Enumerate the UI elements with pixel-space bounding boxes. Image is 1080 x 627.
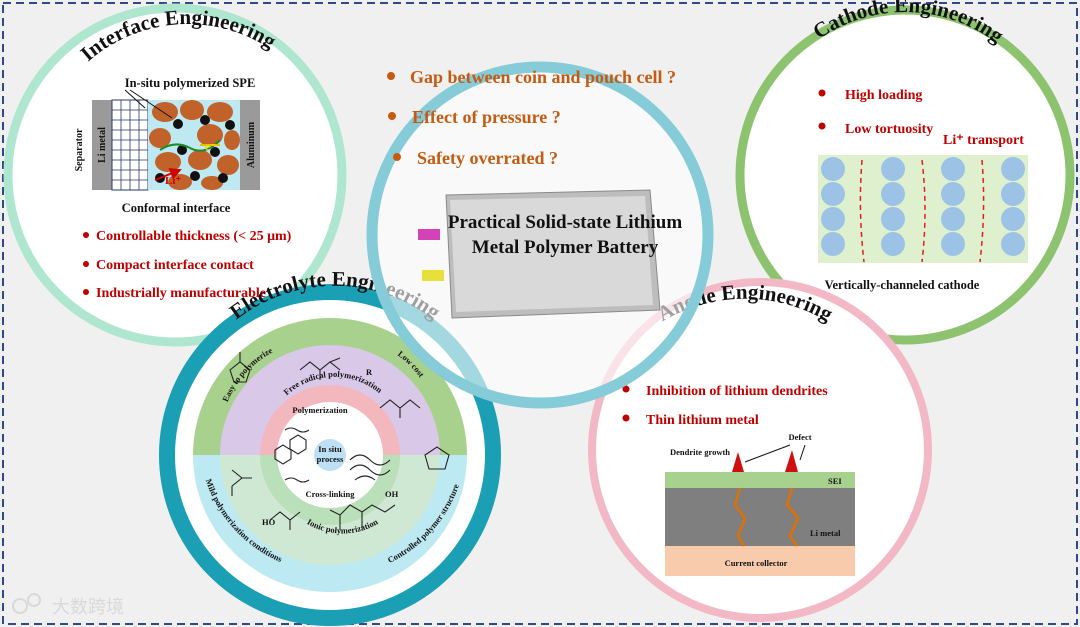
crack-lines <box>733 487 800 547</box>
li-transport-arrows <box>859 159 985 263</box>
ho-label: HO <box>262 517 276 527</box>
li-metal-label: Li metal <box>97 127 108 163</box>
sei-layer <box>665 472 855 488</box>
interface-bullet: Industrially manufacturable <box>96 286 266 301</box>
in-situ-core <box>314 439 346 471</box>
li-arrow <box>154 168 182 181</box>
cathode-caption: Vertically-channeled cathode <box>825 278 980 292</box>
aluminum-layer <box>240 100 260 190</box>
cross-linking-label: Cross-linking <box>306 489 356 499</box>
interface-panel: Interface Engineering In-situ polymerize… <box>3 3 347 347</box>
battery-title-line1: Practical Solid-state Lithium <box>448 212 682 233</box>
li-metal-layer <box>665 488 855 546</box>
spe-label: In-situ polymerized SPE <box>125 76 256 90</box>
positive-tab <box>418 229 440 240</box>
current-collector-layer <box>665 546 855 576</box>
polymer-chain <box>159 139 221 152</box>
question-item: Effect of pressure ? <box>412 107 561 127</box>
r-label: R <box>366 367 373 377</box>
sei-label: SEI <box>828 476 842 486</box>
cathode-panel: Cathode Engineering High loading Low tor… <box>735 0 1075 345</box>
electrolyte-panel: Electrolyte Engineering In situ process … <box>159 267 501 626</box>
anode-bullet: Inhibition of lithium dendrites <box>646 384 828 399</box>
collector-label: Current collector <box>725 558 788 568</box>
e-label: e⁻ <box>205 141 216 153</box>
interface-bullets: Controllable thickness (< 25 μm) Compact… <box>83 229 292 301</box>
separator-grid <box>111 99 149 191</box>
negative-tab <box>422 270 444 281</box>
question-item: Safety overrated ? <box>417 148 558 168</box>
aluminum-label: Aluminum <box>246 121 257 168</box>
anode-li-label: Li metal <box>810 528 841 538</box>
watermark: 大数跨境 <box>12 593 124 618</box>
watermark-text: 大数跨境 <box>52 597 124 618</box>
question-list: Gap between coin and pouch cell ? Effect… <box>387 67 676 168</box>
cathode-bullet: Low tortuosity <box>845 122 933 137</box>
anode-bullet: Thin lithium metal <box>646 413 759 428</box>
conformal-caption: Conformal interface <box>122 201 231 215</box>
interface-schematic: e⁻ Li⁺ <box>92 89 260 191</box>
defect-pointers <box>744 444 806 463</box>
dendrite-label: Dendrite growth <box>670 447 730 457</box>
separator-label: Separator <box>74 128 85 171</box>
li-label: Li⁺ <box>165 175 181 187</box>
cathode-bullet: High loading <box>845 88 922 103</box>
spe-pointer <box>124 89 173 119</box>
interface-bullet: Controllable thickness (< 25 μm) <box>96 229 292 244</box>
oh-label: OH <box>385 489 399 499</box>
cathode-particles <box>149 100 240 190</box>
dendrites <box>732 450 798 472</box>
anode-layers <box>665 444 855 576</box>
interface-bullet: Compact interface contact <box>96 258 254 273</box>
battery-title-line2: Metal Polymer Battery <box>472 237 659 258</box>
question-item: Gap between coin and pouch cell ? <box>410 67 676 87</box>
pouch-cell <box>418 189 661 319</box>
transport-label: Li⁺ transport <box>943 133 1024 148</box>
in-situ-label: In situ <box>318 444 342 454</box>
vertical-cathode-diagram <box>818 155 1028 263</box>
active-particle-columns <box>821 157 1025 256</box>
process-label: process <box>317 454 344 464</box>
watermark-icon <box>12 598 28 614</box>
conductive-particles <box>155 115 235 183</box>
li-metal-layer <box>92 100 112 190</box>
molecule-sketches <box>229 352 450 530</box>
center-panel: Gap between coin and pouch cell ? Effect… <box>366 61 714 409</box>
defect-label: Defect <box>788 432 811 442</box>
anode-panel: Anode Engineering Inhibition of lithium … <box>588 278 932 622</box>
polymerization-label: Polymerization <box>292 405 348 415</box>
